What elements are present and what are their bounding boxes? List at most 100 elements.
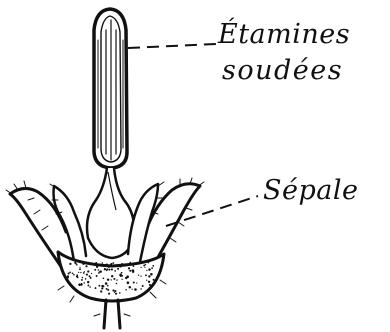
stipple-dot (121, 275, 123, 277)
stipple-dot (95, 287, 97, 289)
stipple-dot (103, 277, 105, 279)
stipple-dot (112, 262, 114, 264)
stipple-dot (101, 264, 102, 265)
stipple-dot (148, 281, 150, 283)
stipple-dot (85, 278, 87, 280)
stipple-dot (145, 274, 147, 276)
stipple-dot (126, 277, 127, 278)
stipple-dot (80, 272, 81, 273)
stipple-dot (133, 265, 135, 267)
pistil-column (87, 168, 134, 258)
stipple-dot (82, 262, 85, 265)
stipple-dot (94, 269, 96, 271)
leader-line-etamines (128, 44, 216, 48)
stipple-dot (119, 266, 121, 268)
stipple-dot (89, 275, 91, 277)
stipple-dot (106, 264, 108, 266)
stipple-dot (151, 267, 153, 269)
stipple-dot (90, 277, 92, 279)
stipple-dot (131, 289, 132, 290)
stipple-dot (104, 268, 106, 270)
stipple-dot (129, 262, 131, 264)
stipple-dot (87, 281, 89, 283)
stipple-dot (116, 283, 118, 285)
stipple-dot (142, 285, 144, 287)
label-etamines-line2: soudées (222, 56, 343, 86)
stipple-dot (89, 286, 91, 288)
stipple-dot (129, 286, 131, 288)
stipple-dot (146, 270, 147, 271)
stipple-dot (99, 270, 102, 273)
stipple-dot (83, 272, 85, 274)
stipple-dot (111, 279, 112, 280)
stipple-dot (152, 265, 154, 267)
stipple-dot (107, 285, 109, 287)
stipple-dot (133, 282, 135, 284)
stipple-dot (138, 275, 139, 276)
stipple-dot (91, 273, 92, 274)
stipple-dot (76, 275, 78, 277)
stipple-dot (83, 282, 85, 284)
stipple-dot (146, 280, 147, 281)
stipple-dot (148, 268, 150, 270)
stipple-dot (87, 284, 89, 286)
stipple-dot (108, 269, 110, 271)
stipple-dot (132, 271, 134, 273)
stipple-dot (108, 266, 110, 268)
stipple-dot (86, 274, 88, 276)
stipple-dot (100, 290, 102, 292)
stipple-dot (81, 279, 83, 281)
stipple-dot (106, 288, 108, 290)
stipple-dot (101, 285, 103, 287)
label-etamines-line1: Étamines (218, 20, 350, 50)
stipple-dot (121, 279, 122, 280)
stipple-dot (79, 268, 81, 270)
stipple-dot (149, 284, 151, 286)
fused-stamens (94, 9, 127, 168)
stipple-dot (153, 279, 155, 281)
stipple-dot (127, 281, 130, 284)
stipple-dot (148, 275, 150, 277)
stipple-dot (128, 267, 130, 269)
stipple-dot (140, 275, 141, 276)
label-sepale: Sépale (263, 176, 358, 206)
stipple-dot (98, 285, 100, 287)
stipple-dot (121, 272, 123, 274)
stipple-dot (98, 269, 100, 271)
stipple-dot (111, 275, 113, 277)
stipple-dot (67, 275, 69, 277)
stipple-dot (101, 287, 103, 289)
stipple-dot (117, 268, 119, 270)
stipple-dot (68, 272, 70, 274)
stipple-dot (112, 289, 114, 291)
stipple-dot (73, 274, 75, 276)
stipple-dot (131, 263, 133, 265)
stipple-dot (136, 282, 137, 283)
stipple-dot (107, 289, 109, 291)
stipple-dot (115, 293, 117, 295)
stipple-dot (106, 270, 108, 272)
stipple-dot (148, 262, 150, 264)
stipple-dot (114, 270, 116, 272)
stipple-dot (76, 264, 78, 266)
stipple-dot (140, 267, 141, 268)
stipple-dot (110, 263, 112, 265)
stipple-dot (113, 278, 115, 280)
stipple-dot (143, 264, 145, 266)
stipple-dot (96, 275, 98, 277)
stipple-dot (107, 278, 109, 280)
stipple-dot (134, 288, 137, 291)
stipple-dot (85, 265, 87, 267)
stipple-dot (121, 263, 123, 265)
stipple-dot (108, 293, 110, 295)
stipple-dot (74, 262, 76, 264)
stipple-dot (102, 262, 103, 263)
stipple-dot (150, 273, 153, 276)
stipple-dot (96, 264, 98, 266)
stipple-dot (78, 283, 81, 286)
stipple-dot (119, 292, 121, 294)
stipple-dot (87, 270, 89, 272)
stipple-dot (84, 271, 85, 272)
stipple-dot (114, 292, 115, 293)
